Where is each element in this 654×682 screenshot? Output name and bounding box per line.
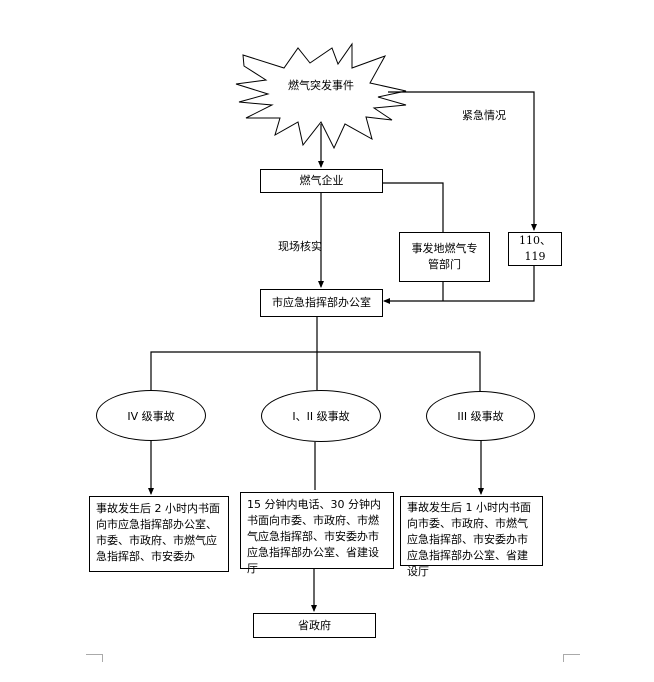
- node-emergency-numbers: 110、119: [508, 232, 562, 266]
- node-report-iv: 事故发生后 2 小时内书面向市应急指挥部办公室、市委、市政府、市燃气应急指挥部、…: [89, 496, 229, 572]
- page-corner-mark-right: [563, 654, 580, 662]
- node-report-iv-label: 事故发生后 2 小时内书面向市应急指挥部办公室、市委、市政府、市燃气应急指挥部、…: [96, 502, 220, 563]
- node-level-iv-label: IV 级事故: [127, 409, 175, 423]
- node-level-iii: III 级事故: [426, 391, 535, 441]
- node-gas-company: 燃气企业: [260, 169, 383, 193]
- node-provincial-gov-label: 省政府: [298, 618, 331, 632]
- node-local-gas-dept: 事发地燃气专管部门: [399, 232, 490, 282]
- node-level-i-ii: I、II 级事故: [261, 390, 381, 442]
- node-report-i-ii: 15 分钟内电话、30 分钟内书面向市委、市政府、市燃气应急指挥部、市安委办市应…: [240, 492, 394, 575]
- edge-110-to-office: [383, 266, 535, 304]
- node-provincial-gov: 省政府: [253, 613, 376, 638]
- start-event-label: 燃气突发事件: [288, 79, 354, 92]
- node-gas-company-label: 燃气企业: [299, 174, 344, 187]
- starburst-shape: [235, 42, 407, 150]
- node-emergency-office-label: 市应急指挥部办公室: [272, 296, 371, 309]
- edge-label-onsite-verify: 现场核实: [278, 240, 322, 253]
- node-level-iii-label: III 级事故: [457, 410, 504, 423]
- node-report-iii: 事故发生后 1 小时内书面向市委、市政府、市燃气应急指挥部、市安委办市应急指挥部…: [400, 496, 543, 578]
- node-report-iii-label: 事故发生后 1 小时内书面向市委、市政府、市燃气应急指挥部、市安委办市应急指挥部…: [407, 501, 531, 578]
- page-corner-mark-left: [86, 654, 103, 662]
- edge-label-emergency: 紧急情况: [462, 109, 506, 122]
- node-report-i-ii-label: 15 分钟内电话、30 分钟内书面向市委、市政府、市燃气应急指挥部、市安委办市应…: [247, 498, 381, 575]
- node-local-gas-dept-label: 事发地燃气专管部门: [411, 242, 478, 271]
- edge-company-to-dept: [382, 182, 444, 232]
- node-emergency-numbers-label: 110、119: [519, 234, 551, 263]
- edge-star-to-110: [388, 91, 537, 231]
- node-level-i-ii-label: I、II 级事故: [292, 410, 350, 423]
- node-level-iv: IV 级事故: [96, 390, 206, 441]
- edge-branch: [150, 351, 481, 392]
- node-emergency-office: 市应急指挥部办公室: [260, 289, 383, 317]
